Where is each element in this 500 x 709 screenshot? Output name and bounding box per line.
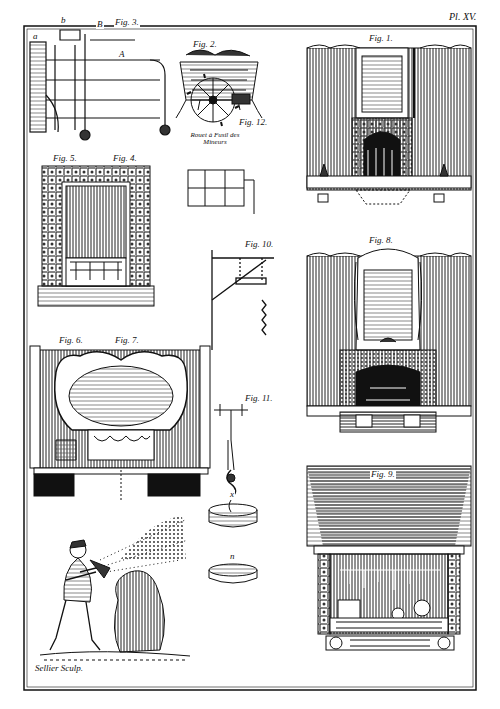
figure-number: Fig. 10.: [244, 240, 274, 249]
part-letter: b: [60, 16, 67, 25]
figure-number: Fig. 5.: [52, 154, 78, 163]
figure-number: Fig. 12.: [238, 118, 268, 127]
figure-number: Fig. 8.: [368, 236, 394, 245]
figure-number: Fig. 1.: [368, 34, 394, 43]
figure-number: Fig. 6.: [58, 336, 84, 345]
plate-number: Pl. XV.: [448, 12, 477, 23]
part-letter: a: [32, 32, 39, 41]
figure-number: Fig. 4.: [112, 154, 138, 163]
figure-caption: Rouet à Fusil des Mineurs: [188, 132, 242, 147]
part-letter: x: [229, 490, 235, 499]
part-letter: B: [96, 20, 104, 29]
figure-number: Fig. 2.: [192, 40, 218, 49]
figure-number: Fig. 7.: [114, 336, 140, 345]
figure-number: Fig. 9.: [370, 470, 396, 479]
part-letter: A: [118, 50, 126, 59]
figure-number: Fig. 3.: [114, 18, 140, 27]
figure-number: Fig. 11.: [244, 394, 274, 403]
engraver-signature: Sellier Sculp.: [34, 664, 84, 673]
part-letter: n: [229, 552, 236, 561]
